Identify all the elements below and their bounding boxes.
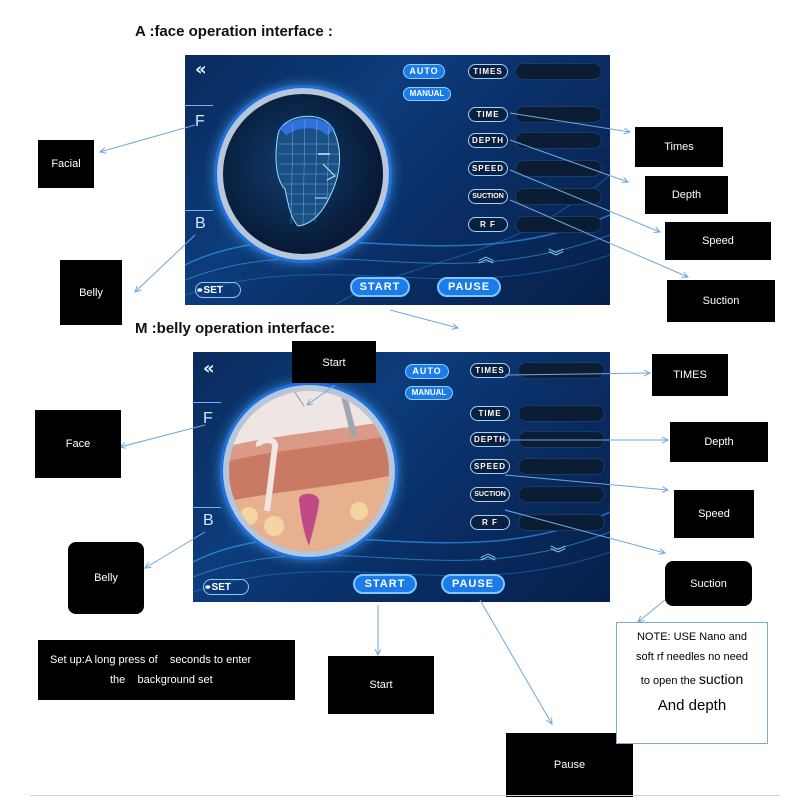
manual-mode-button[interactable]: MANUAL <box>403 87 451 101</box>
divider-line <box>193 507 221 508</box>
speed-callout: Speed <box>665 222 771 260</box>
increase-up-icon[interactable]: ︽ <box>480 544 497 563</box>
suction-label: SUCTION <box>468 189 508 204</box>
face-mesh-illustration <box>275 115 341 227</box>
belly-mode-button[interactable]: B <box>195 215 206 232</box>
suction-value-field[interactable] <box>515 188 602 205</box>
link-icon: ⚭ <box>204 582 212 592</box>
depth-callout: Depth <box>670 422 768 462</box>
note-line-3b: suction <box>698 671 744 687</box>
face-section-title: A :face operation interface : <box>135 23 333 40</box>
manual-mode-button[interactable]: MANUAL <box>405 386 453 400</box>
setup-line-2: the background set <box>110 674 213 686</box>
divider-line <box>193 402 221 403</box>
times-label: TIMES <box>468 64 508 79</box>
time-label: TIME <box>470 406 510 421</box>
back-chevron-icon[interactable]: « <box>203 358 215 379</box>
rf-value-field[interactable] <box>518 514 605 531</box>
facial-label: Facial <box>38 140 94 188</box>
speed-callout: Speed <box>674 490 754 538</box>
note-line-4: And depth <box>657 697 727 714</box>
time-label: TIME <box>468 107 508 122</box>
pause-callout: Pause <box>506 733 633 797</box>
suction-value-field[interactable] <box>518 486 605 503</box>
decrease-down-icon[interactable]: ︾ <box>550 544 567 563</box>
back-chevron-icon[interactable]: « <box>195 59 207 80</box>
panel-wave-decoration <box>185 174 610 305</box>
note-line-3: to open the suction <box>617 671 767 687</box>
increase-up-icon[interactable]: ︽ <box>478 247 495 266</box>
divider-line <box>185 105 213 106</box>
times-label: TIMES <box>470 363 510 378</box>
setup-instruction: Set up:A long press of seconds to enter … <box>38 640 295 700</box>
rf-label: R F <box>468 217 508 232</box>
note-line-3a: to open the <box>640 675 699 687</box>
face-preview-image <box>217 88 389 260</box>
belly-operation-panel: « F B AUTO MANUAL TIMES TIME DEPTH SPEED… <box>193 352 610 602</box>
auto-mode-button[interactable]: AUTO <box>405 364 449 379</box>
set-label: SET <box>211 582 231 593</box>
speed-value-field[interactable] <box>518 458 605 475</box>
pause-button[interactable]: PAUSE <box>441 574 505 594</box>
depth-label: DEPTH <box>468 133 508 148</box>
set-label: SET <box>203 285 223 296</box>
speed-label: SPEED <box>470 459 510 474</box>
decrease-down-icon[interactable]: ︾ <box>548 247 565 266</box>
time-value-field[interactable] <box>515 106 602 123</box>
times-value-field[interactable] <box>515 63 602 80</box>
suction-label: SUCTION <box>470 487 510 502</box>
suction-callout: Suction <box>667 280 775 322</box>
setup-line-1: Set up:A long press of seconds to enter <box>50 654 252 666</box>
link-icon: ⚭ <box>196 285 204 295</box>
start-button[interactable]: START <box>353 574 417 594</box>
start-bottom-callout: Start <box>328 656 434 714</box>
belly-label: Belly <box>68 542 144 614</box>
rf-value-field[interactable] <box>515 216 602 233</box>
set-button[interactable]: ⚭SET <box>195 282 241 298</box>
belly-section-title: M :belly operation interface: <box>135 320 336 337</box>
note-line-2: soft rf needles no need <box>636 651 748 663</box>
suction-callout: Suction <box>665 561 752 606</box>
bottom-divider <box>30 795 780 796</box>
depth-callout: Depth <box>645 176 728 214</box>
divider-line <box>185 210 213 211</box>
speed-label: SPEED <box>468 161 508 176</box>
times-callout: Times <box>635 127 723 167</box>
panel-wave-decoration <box>193 511 610 593</box>
belly-mode-button[interactable]: B <box>203 512 214 529</box>
times-callout: TIMES <box>652 354 728 396</box>
pause-button[interactable]: PAUSE <box>437 277 501 297</box>
note-box: NOTE: USE Nano and soft rf needles no ne… <box>616 622 768 744</box>
rf-label: R F <box>470 515 510 530</box>
set-button[interactable]: ⚭SET <box>203 579 249 595</box>
start-top-callout: Start <box>292 341 376 383</box>
depth-value-field[interactable] <box>515 132 602 149</box>
skin-cross-section-image <box>223 385 395 557</box>
note-line-1: NOTE: USE Nano and <box>636 631 748 643</box>
face-label: Face <box>35 410 121 478</box>
start-button[interactable]: START <box>350 277 410 297</box>
belly-label: Belly <box>60 260 122 325</box>
depth-label: DEPTH <box>470 432 510 447</box>
auto-mode-button[interactable]: AUTO <box>403 64 445 79</box>
facial-mode-button[interactable]: F <box>195 113 205 130</box>
speed-value-field[interactable] <box>515 160 602 177</box>
face-operation-panel: « F B AUTO MANUAL TIMES TIME DEPTH SPEED <box>185 55 610 305</box>
time-value-field[interactable] <box>518 405 605 422</box>
facial-mode-button[interactable]: F <box>203 410 213 427</box>
